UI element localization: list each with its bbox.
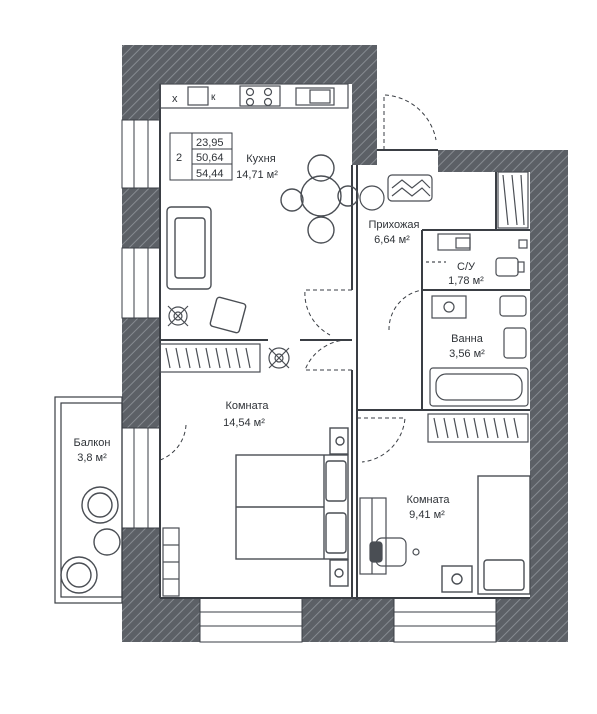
windows [121,119,497,643]
window-kitchen-1 [121,119,161,189]
area-total: 50,64 [196,152,224,164]
kitchen-dining-table [280,154,359,244]
partitions [159,84,530,600]
wall-right-top [438,150,535,172]
wc-fixtures [426,233,528,277]
wall-left-low [122,318,160,428]
bath-fixtures [429,295,529,407]
window-kitchen-2 [121,247,161,319]
room-name-room1: Комната [225,400,269,412]
walls [122,45,568,642]
wall-bottom-left [122,598,200,642]
wall-right [530,150,568,642]
wall-bottom-mid [302,598,394,642]
room1-side-cabinet [162,527,180,597]
wall-top-stub [352,45,377,165]
plant-kitchen [167,305,189,327]
wall-left-mid [122,188,160,248]
room1-wardrobe [159,343,261,373]
room-name-room2: Комната [406,494,450,506]
window-room2-bottom [393,597,497,643]
wall-bottom-right [496,598,568,642]
kitchen-counter [159,83,349,109]
sink-mark: x [172,93,178,105]
balcony [54,396,123,604]
rooms-count: 2 [176,152,182,164]
room1-bed [235,427,349,587]
plant-room1 [268,347,290,369]
room-name-balcony: Балкон [74,437,111,449]
room-labels: Кухня 14,71 м² Прихожая 6,64 м² С/У 1,78… [74,153,486,521]
hallway-furniture [359,171,529,229]
room2-bed [441,475,531,595]
room-name-wc: С/У [457,261,476,273]
room-area-wc: 1,78 м² [448,275,484,287]
area-table: 2 23,95 50,64 54,44 [169,132,233,181]
room-name-hall: Прихожая [369,219,420,231]
kitchen-armchair [209,296,247,334]
wall-top-left [122,45,377,84]
kitchen-sofa [166,206,212,290]
room-name-kitchen: Кухня [246,153,275,165]
room-area-balcony: 3,8 м² [77,452,107,464]
room-area-room1: 14,54 м² [223,417,265,429]
area-with-balcony: 54,44 [196,168,224,180]
room-area-bath: 3,56 м² [449,348,485,360]
window-room-left [121,427,161,529]
room-area-room2: 9,41 м² [409,509,445,521]
room2-wardrobe [427,413,529,443]
stove-mark: к [211,92,216,103]
balcony-furniture [60,486,121,594]
window-room-bottom [199,597,303,643]
wall-left-upper [122,45,160,120]
room-name-bath: Ванна [451,333,484,345]
area-living: 23,95 [196,137,224,149]
room2-desk [359,497,420,575]
doors [159,94,437,463]
room-area-kitchen: 14,71 м² [236,169,278,181]
room-area-hall: 6,64 м² [374,234,410,246]
